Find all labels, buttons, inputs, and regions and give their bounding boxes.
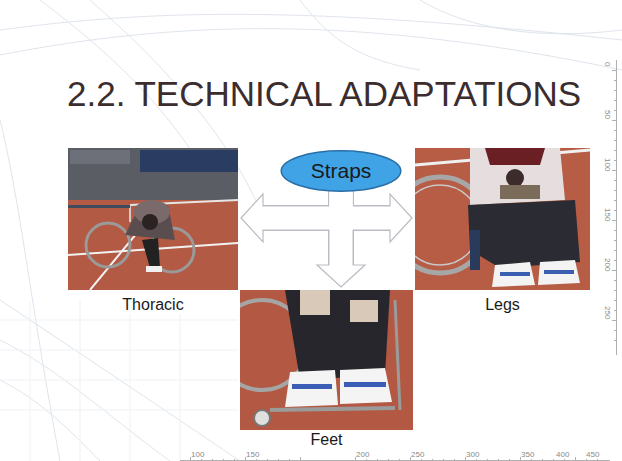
ruler-number: 250 [603,306,612,319]
block-arrow-fill [260,188,341,218]
ruler-number: 100 [603,158,612,171]
template-grid [0,300,238,461]
ruler-number: 250 [411,450,424,459]
ruler-number: 150 [246,450,259,459]
node-label: Straps [311,159,372,183]
photo-panel: Legs [415,148,590,290]
photo-caption: Thoracic [119,296,186,314]
arrow-head [241,194,263,242]
feet-photo [217,290,413,430]
photo-caption: Legs [482,296,523,314]
arrow-head [317,265,365,287]
caption-wrap: Thoracic [68,296,238,314]
ruler-number: 400 [556,450,569,459]
legs-photo [392,148,590,290]
photo-panel: Thoracic [68,148,238,290]
ruler-number: 200 [603,258,612,271]
ruler-number: 450 [586,450,599,459]
ruler-number: 200 [356,450,369,459]
arrow-head [390,194,412,242]
ruler-number: 100 [191,450,204,459]
ruler-number: 0 [603,62,612,66]
ruler-right [612,60,617,355]
caption-wrap: Feet [240,431,413,449]
slide-title: 2.2. TECHNICAL ADAPTATIONS [67,74,581,114]
ruler-number: 350 [521,450,534,459]
photo-caption: Feet [307,431,345,449]
ruler-bottom [180,457,610,461]
strap-ellipse: Straps [280,150,402,192]
ruler-number: 300 [466,450,479,459]
photo-panel: Feet [240,290,413,430]
ruler-number: 150 [603,208,612,221]
block-arrow-fill [330,188,353,268]
arrow-fills [260,188,393,268]
thoracic-photo [68,148,238,290]
caption-wrap: Legs [415,296,590,314]
ruler-number: 50 [603,110,612,119]
